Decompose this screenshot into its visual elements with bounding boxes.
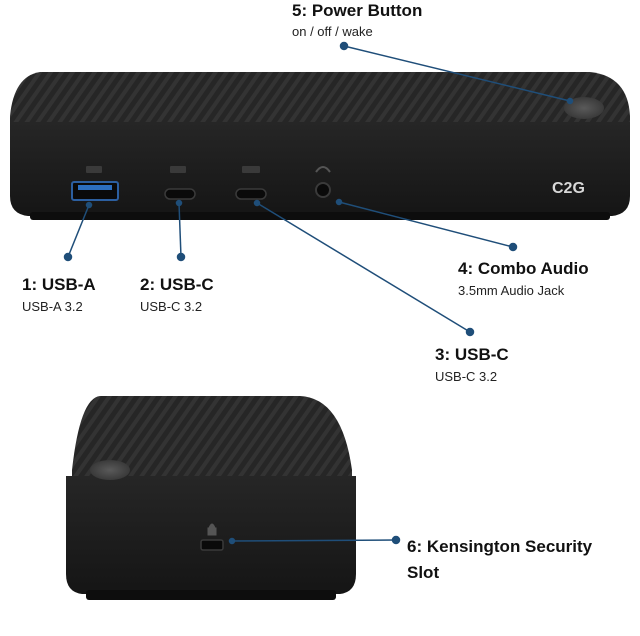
callout-usb-a-subtitle: USB-A 3.2 [22, 299, 83, 314]
dock-top-surface [10, 72, 630, 124]
usb-c-port-3 [235, 188, 267, 200]
callout-usb-c-2-title: 2: USB-C [140, 275, 214, 294]
lock-icon [207, 523, 217, 536]
side-power-button [90, 460, 130, 480]
dock-side-view [66, 396, 356, 600]
usb-c-port-2 [164, 188, 196, 200]
brand-logo: C2G [552, 180, 585, 197]
callout-kensington-title: 6: Kensington Security [407, 537, 593, 556]
usb-a-port [71, 181, 119, 201]
usb-a-port-tongue [78, 185, 112, 190]
callout-usb-c-3-title: 3: USB-C [435, 345, 509, 364]
callout-usb-c-3-subtitle: USB-C 3.2 [435, 369, 498, 384]
callout-audio-subtitle: 3.5mm Audio Jack [458, 283, 565, 298]
headset-icon [315, 166, 331, 173]
usb-a-logo-icon [86, 166, 102, 173]
callout-usb-c-2-subtitle: USB-C 3.2 [140, 299, 203, 314]
usb-ss-logo-icon [242, 166, 260, 173]
dock-front-view: C2G [10, 72, 630, 220]
callout-kensington-subtitle: Slot [407, 563, 440, 582]
dock-side-top-surface [72, 396, 352, 478]
usb-c-logo-icon [170, 166, 186, 173]
audio-jack [315, 182, 331, 198]
callout-power-title: 5: Power Button [292, 1, 423, 20]
callout-usb-a-title: 1: USB-A [22, 275, 96, 294]
callout-power-subtitle: on / off / wake [292, 24, 373, 39]
kensington-slot [200, 539, 224, 551]
dock-side-base-shadow [86, 590, 336, 600]
power-button [564, 97, 604, 119]
callout-audio-title: 4: Combo Audio [458, 259, 589, 278]
dock-base-shadow [30, 212, 610, 220]
